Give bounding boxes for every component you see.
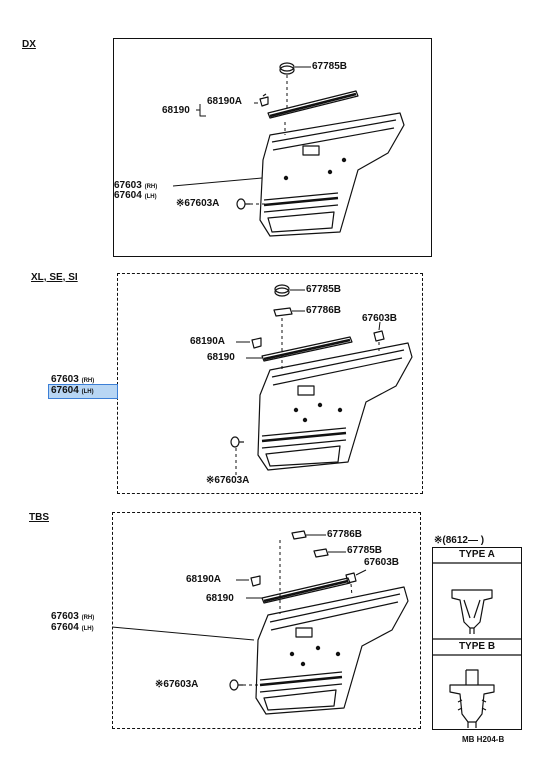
dx-label-68190: 68190 — [162, 105, 190, 116]
xl-clip-67603a — [230, 436, 244, 448]
xl-weatherstrip-68190 — [261, 336, 353, 362]
tbs-part-67603: 67603 — [51, 611, 79, 622]
dx-door-panel — [259, 112, 405, 237]
dx-part-67603: 67603 — [114, 180, 142, 191]
tbs-suffix-rh: (RH) — [81, 615, 95, 621]
xl-part-67604: 67604 — [51, 385, 79, 396]
tbs-clip-67785b — [313, 548, 329, 558]
tbs-frame — [112, 512, 421, 729]
xl-label-67786b: 67786B — [306, 305, 342, 316]
tbs-label-68190a: 68190A — [186, 574, 222, 585]
tbs-label-67604: 67604 (LH) — [51, 622, 94, 633]
dx-part-67604: 67604 — [114, 190, 142, 201]
xl-clip-68190a — [251, 337, 262, 349]
tbs-label-67603a: ※67603A — [155, 679, 199, 690]
tbs-label-67603: 67603 (RH) — [51, 611, 94, 622]
tbs-suffix-lh: (LH) — [81, 626, 94, 632]
clip-type-a-label: TYPE A — [459, 549, 495, 560]
xl-label-68190: 68190 — [207, 352, 235, 363]
dx-suffix-rh: (RH) — [144, 184, 158, 190]
dx-label-67785b: 67785B — [312, 61, 348, 72]
xl-clip-67785b — [274, 284, 290, 297]
dx-label-68190a: 68190A — [207, 96, 243, 107]
tbs-clip-67603b — [345, 572, 357, 584]
dx-clip-68190a — [259, 93, 269, 107]
tbs-label-67785b: 67785B — [347, 545, 383, 556]
tbs-clip-67786b — [291, 530, 307, 540]
dx-weatherstrip-68190 — [267, 90, 359, 119]
dx-label-67603a: ※67603A — [176, 198, 220, 209]
diagram-code: MB H204-B — [462, 735, 505, 744]
xl-door-panel — [257, 342, 413, 471]
dx-clip-67785b — [279, 62, 295, 75]
clip-type-b-label: TYPE B — [458, 641, 496, 652]
xl-suffix-rh: (RH) — [81, 378, 95, 384]
section-heading-dx: DX — [22, 39, 36, 50]
tbs-part-67604: 67604 — [51, 622, 79, 633]
section-heading-tbs: TBS — [29, 512, 49, 523]
xl-frame — [117, 273, 423, 494]
dx-suffix-lh: (LH) — [144, 194, 157, 200]
tbs-clip-67603a — [229, 679, 243, 691]
tbs-label-68190: 68190 — [206, 593, 234, 604]
xl-label-67603: 67603 (RH) — [51, 374, 94, 385]
xl-suffix-lh: (LH) — [81, 389, 94, 395]
xl-label-67785b: 67785B — [306, 284, 342, 295]
clip-type-b-illustration — [449, 669, 495, 728]
dx-clip-67603a — [236, 198, 250, 210]
dx-label-67604: 67604 (LH) — [114, 190, 157, 201]
xl-label-67603b: 67603B — [362, 313, 398, 324]
xl-label-67604-highlighted[interactable]: 67604 (LH) — [48, 384, 118, 399]
xl-clip-67603b — [373, 330, 385, 342]
clip-type-a-illustration — [451, 589, 493, 634]
dx-frame — [113, 38, 432, 257]
xl-clip-67786b — [273, 307, 293, 317]
tbs-label-67603b: 67603B — [364, 557, 400, 568]
tbs-clip-68190a — [250, 575, 261, 587]
tbs-label-67786b: 67786B — [327, 529, 363, 540]
xl-part-67603: 67603 — [51, 374, 79, 385]
dx-label-67603: 67603 (RH) — [114, 180, 157, 191]
xl-label-67603a: ※67603A — [206, 475, 250, 486]
tbs-door-panel — [255, 586, 409, 715]
clip-legend-note: ※(8612— ) — [434, 535, 485, 546]
tbs-weatherstrip-68190 — [261, 577, 351, 604]
xl-label-68190a: 68190A — [190, 336, 226, 347]
section-heading-xl-se-si: XL, SE, SI — [31, 272, 78, 283]
